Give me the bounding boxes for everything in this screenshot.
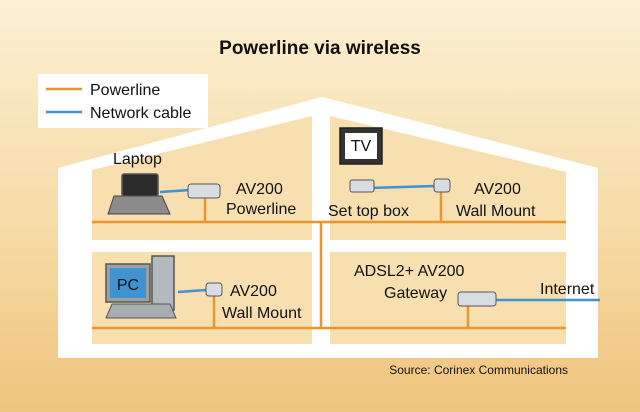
av200-wall-bottom-label-1: AV200: [230, 283, 277, 300]
laptop-label: Laptop: [113, 151, 162, 168]
av200-wall-top-label-2: Wall Mount: [456, 203, 536, 220]
legend-network-label: Network cable: [90, 105, 191, 122]
network-laptop-av200: [159, 188, 191, 194]
legend-powerline-label: Powerline: [90, 82, 160, 99]
network-pc-wallmount: [177, 288, 207, 294]
internet-label: Internet: [540, 281, 595, 298]
network-settop-wallmount: [369, 184, 437, 190]
gateway-icon: [457, 291, 497, 307]
legend: Powerline Network cable: [38, 74, 208, 128]
room-top-right: [330, 116, 566, 240]
diagram-title: Powerline via wireless: [219, 38, 421, 59]
network-wiring: [159, 184, 600, 302]
av200-wall-mount-top-icon: [433, 178, 451, 193]
tv-label: TV: [351, 138, 372, 155]
powerline-wiring: [92, 192, 566, 330]
house-structure: [58, 97, 598, 358]
pc-label: PC: [117, 277, 139, 294]
laptop-icon: [107, 173, 171, 215]
source-credit: Source: Corinex Communications: [389, 363, 568, 377]
av200-powerline-label-1: AV200: [236, 181, 283, 198]
av200-wall-top-label-1: AV200: [474, 181, 521, 198]
set-top-box-icon: [349, 179, 375, 193]
pc-icon: [105, 255, 177, 319]
av200-wall-mount-bottom-icon: [205, 282, 223, 297]
tv-icon: [339, 127, 383, 165]
av200-powerline-adapter-icon: [187, 183, 221, 199]
legend-box: [38, 74, 208, 128]
av200-wall-bottom-label-2: Wall Mount: [222, 305, 302, 322]
gateway-label-2: Gateway: [384, 285, 447, 302]
set-top-box-label: Set top box: [328, 203, 409, 220]
gateway-label-1: ADSL2+ AV200: [354, 263, 465, 280]
av200-powerline-label-2: Powerline: [226, 201, 296, 218]
